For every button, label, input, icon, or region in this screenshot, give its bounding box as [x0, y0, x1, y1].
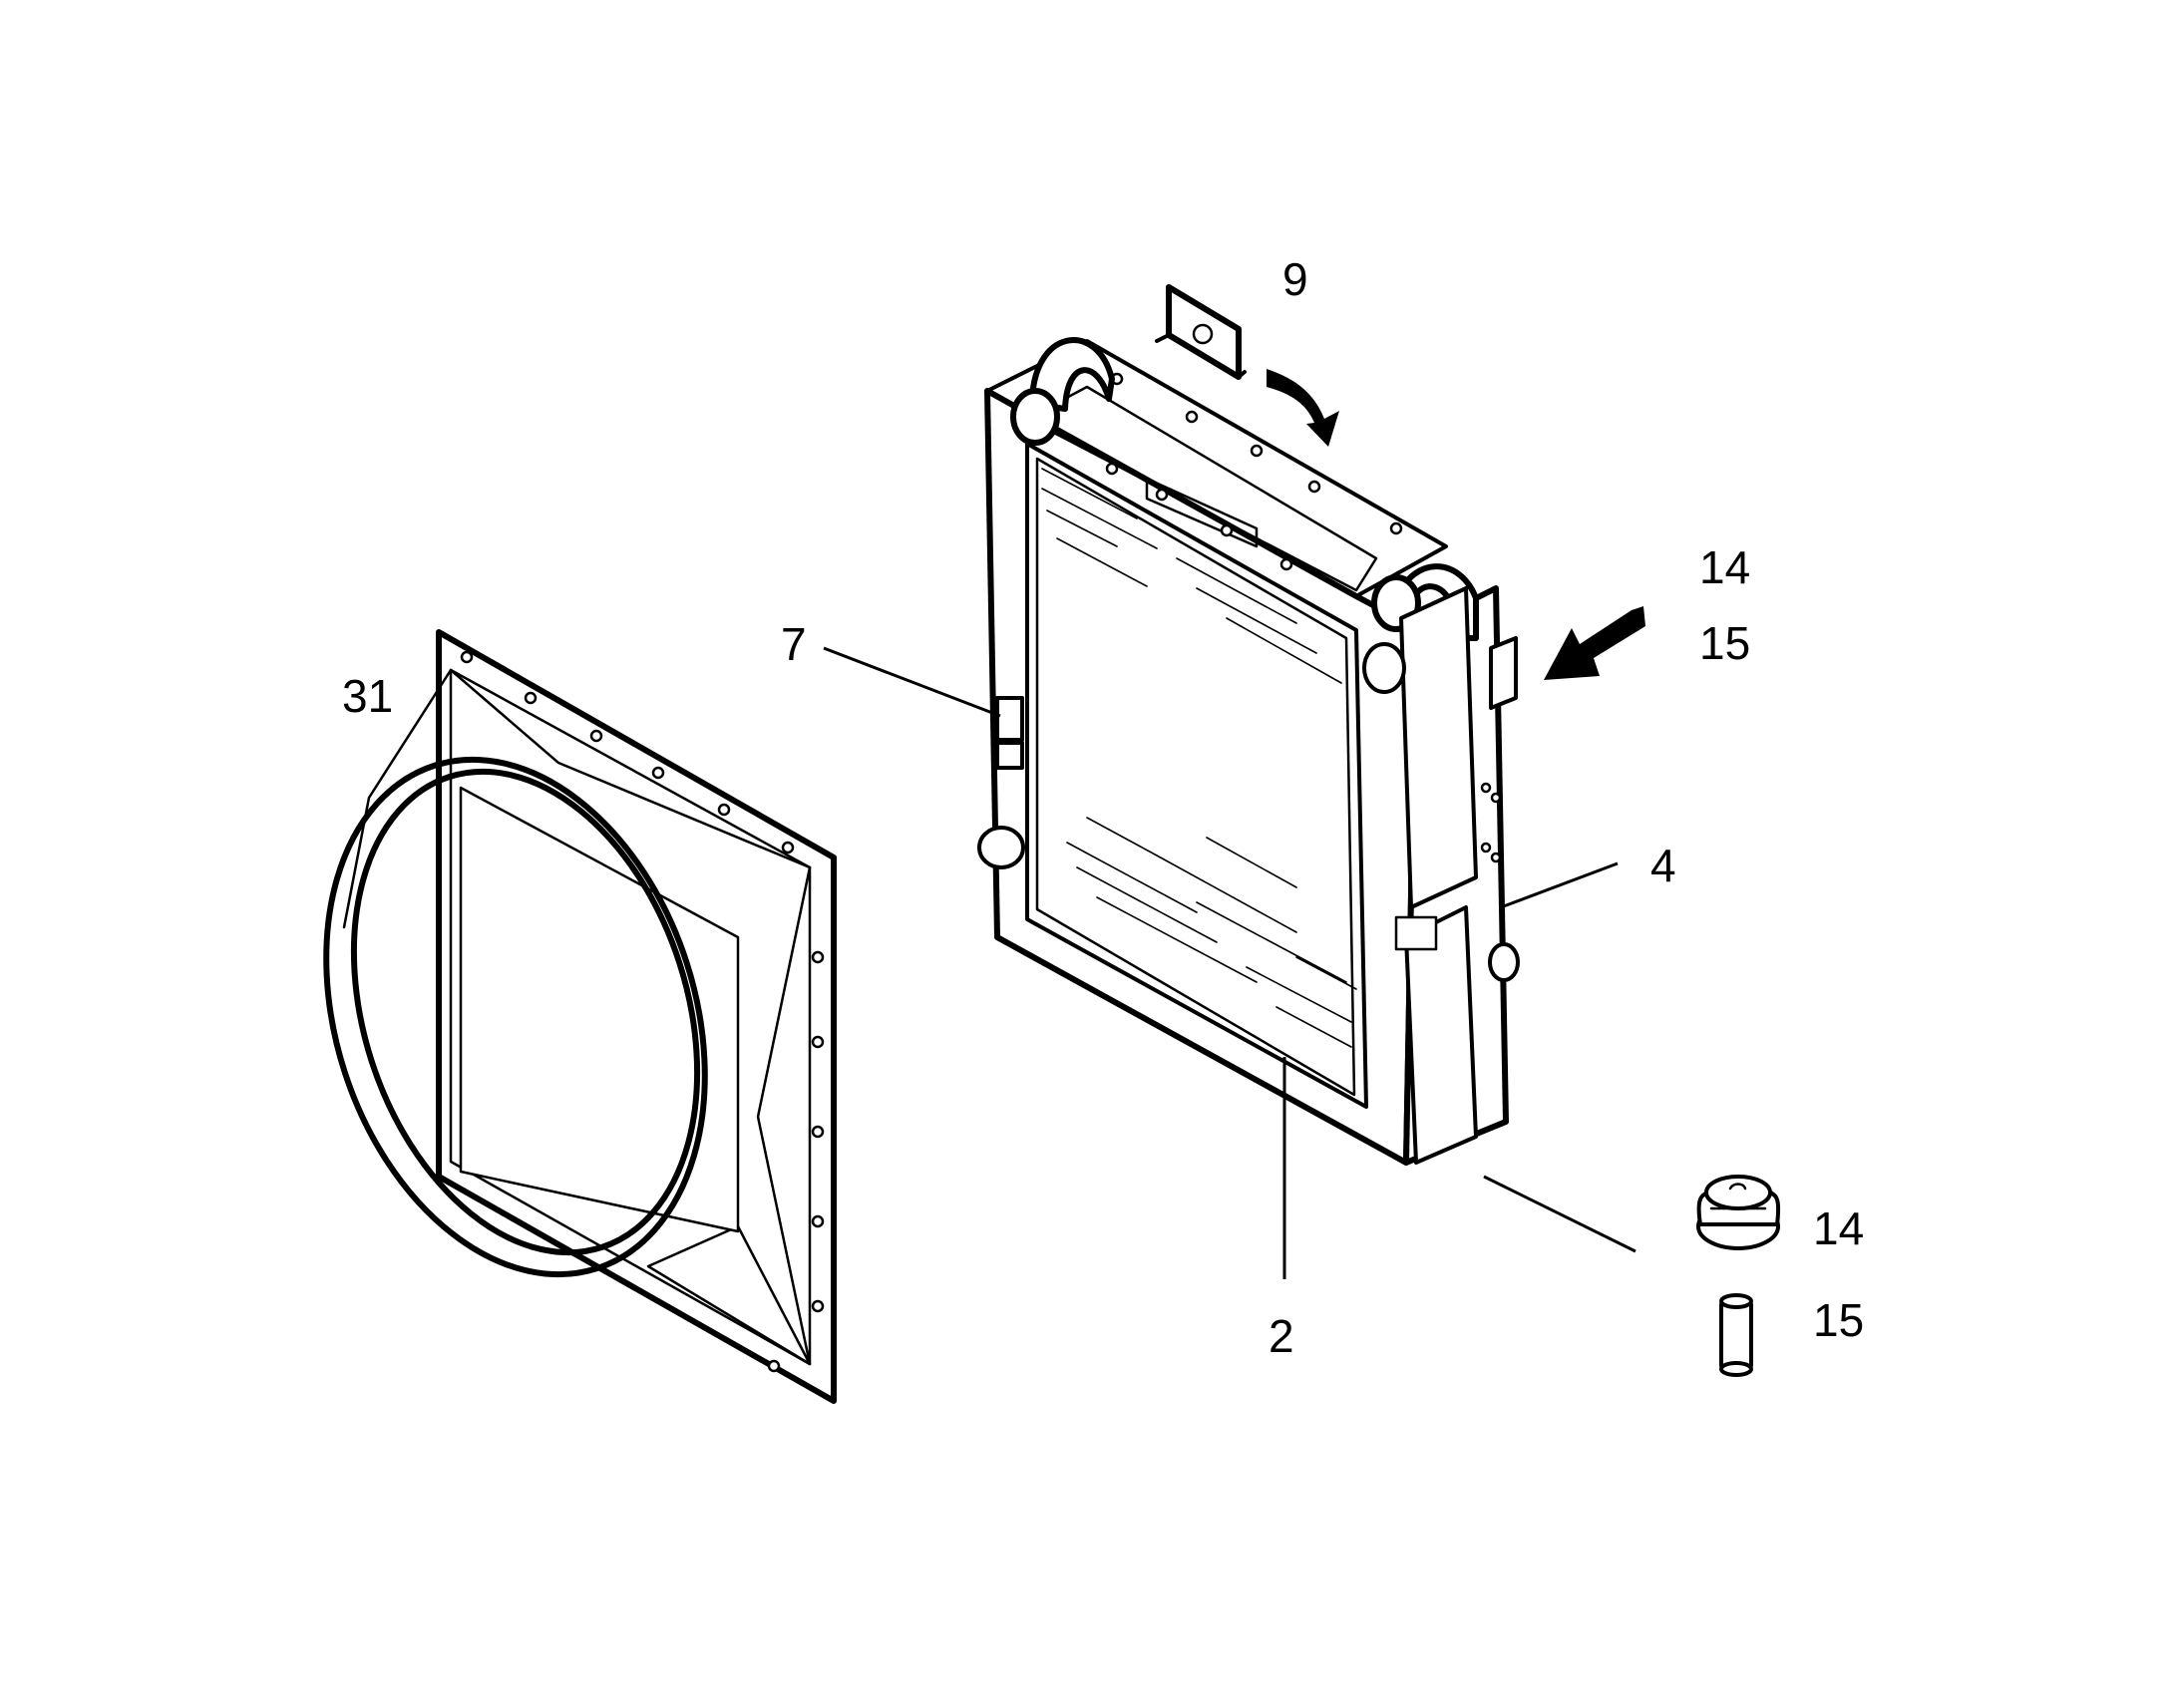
label-14-bottom: 14 [1813, 1202, 1864, 1254]
leader-lines [823, 646, 1636, 1279]
curved-assembly-arrow [1267, 369, 1339, 447]
shroud-bolt-holes [460, 650, 825, 1373]
label-15-top: 15 [1699, 617, 1750, 669]
pin-part-15 [1719, 1293, 1753, 1377]
grommet-part-14 [1696, 1175, 1781, 1250]
label-14-top: 14 [1699, 541, 1750, 593]
clip-part-9 [1155, 284, 1247, 380]
part-labels: 31 7 9 14 15 4 2 14 15 [342, 253, 1864, 1362]
label-9: 9 [1282, 253, 1308, 305]
label-31: 31 [342, 670, 393, 722]
label-4: 4 [1650, 840, 1676, 891]
label-7: 7 [781, 618, 807, 670]
fan-shroud-part-31 [323, 629, 837, 1404]
core-fin-hatching [1041, 468, 1357, 1048]
side-plate-holes [1480, 782, 1502, 863]
label-15-bottom: 15 [1813, 1294, 1864, 1346]
straight-assembly-arrow [1544, 606, 1645, 680]
label-2: 2 [1269, 1310, 1294, 1362]
radiator-assembly-part-2 [977, 337, 1520, 1166]
